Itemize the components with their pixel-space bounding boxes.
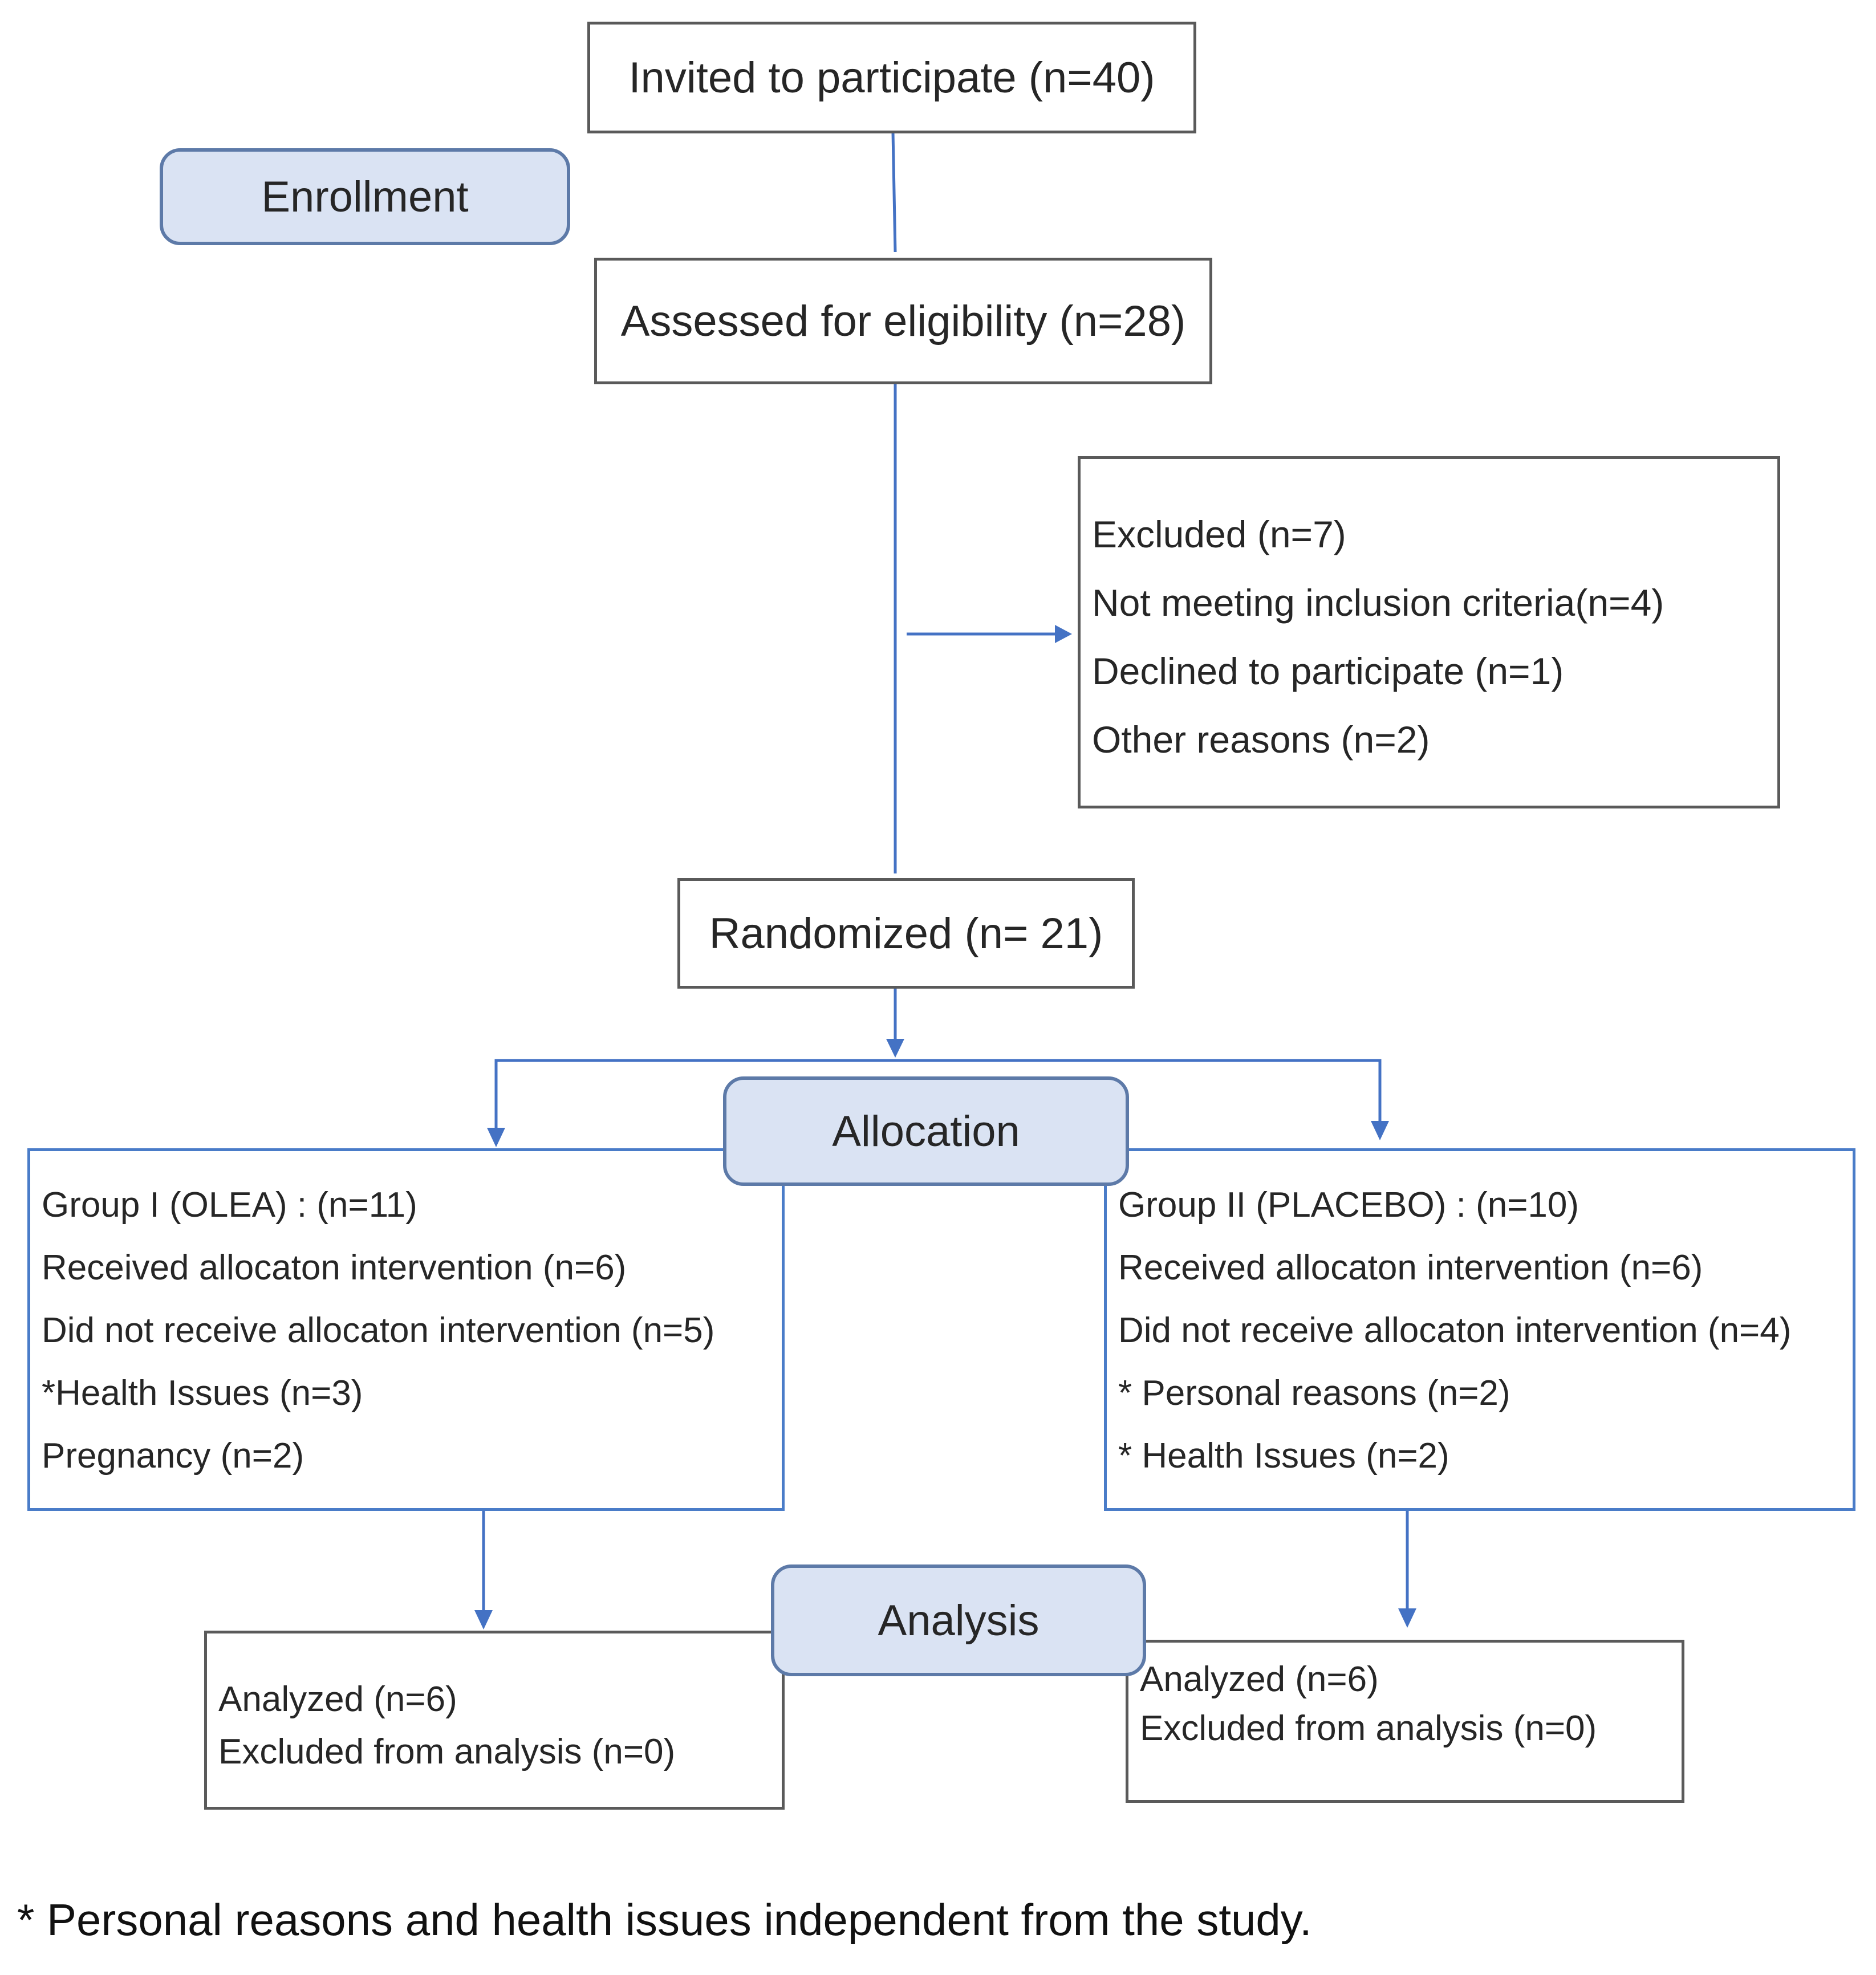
group1-box: Group I (OLEA) : (n=11) Received allocat… (27, 1148, 785, 1511)
analysis2-excluded: Excluded from analysis (n=0) (1140, 1709, 1597, 1748)
group2-box: Group II (PLACEBO) : (n=10) Received all… (1104, 1148, 1855, 1511)
footnote: * Personal reasons and health issues ind… (17, 1895, 1312, 1945)
connector-split-left (494, 1059, 895, 1129)
arrowhead-analysis1 (474, 1610, 493, 1629)
randomized-box: Randomized (n= 21) (677, 878, 1135, 989)
group1-pregnancy: Pregnancy (n=2) (42, 1436, 304, 1476)
invited-box: Invited to participate (n=40) (587, 22, 1196, 133)
group2-personal: * Personal reasons (n=2) (1118, 1373, 1510, 1413)
group2-title: Group II (PLACEBO) : (n=10) (1118, 1185, 1579, 1225)
group2-received: Received allocaton intervention (n=6) (1118, 1248, 1703, 1287)
arrowhead-group1 (487, 1128, 505, 1147)
invited-label: Invited to participate (n=40) (628, 53, 1155, 102)
arrowhead-excluded (1055, 625, 1072, 643)
excluded-other: Other reasons (n=2) (1092, 718, 1430, 761)
excluded-total: Excluded (n=7) (1092, 513, 1346, 555)
group1-title: Group I (OLEA) : (n=11) (42, 1185, 417, 1225)
assessed-label: Assessed for eligibility (n=28) (620, 296, 1186, 346)
group2-not-received: Did not receive allocaton intervention (… (1118, 1311, 1792, 1350)
assessed-box: Assessed for eligibility (n=28) (594, 258, 1212, 384)
group1-not-received: Did not receive allocaton intervention (… (42, 1311, 715, 1350)
stage-enrollment: Enrollment (160, 148, 570, 245)
analysis1-excluded: Excluded from analysis (n=0) (218, 1732, 676, 1771)
analysis1-box: Analyzed (n=6) Excluded from analysis (n… (204, 1631, 785, 1810)
arrowhead-randomized (886, 1039, 904, 1058)
arrowhead-analysis2 (1398, 1608, 1416, 1628)
stage-allocation-label: Allocation (832, 1107, 1020, 1156)
stage-allocation: Allocation (723, 1076, 1129, 1186)
analysis2-analyzed: Analyzed (n=6) (1140, 1660, 1379, 1699)
excluded-inclusion: Not meeting inclusion criteria(n=4) (1092, 582, 1664, 624)
stage-enrollment-label: Enrollment (261, 172, 469, 221)
group1-health: *Health Issues (n=3) (42, 1373, 363, 1413)
analysis1-analyzed: Analyzed (n=6) (218, 1680, 457, 1719)
group1-received: Received allocaton intervention (n=6) (42, 1248, 627, 1287)
excluded-declined: Declined to participate (n=1) (1092, 650, 1564, 692)
excluded-box: Excluded (n=7) Not meeting inclusion cri… (1078, 456, 1780, 808)
analysis2-box: Analyzed (n=6) Excluded from analysis (n… (1126, 1640, 1684, 1803)
stage-analysis-label: Analysis (878, 1596, 1039, 1645)
connector-invited-to-assessed (891, 132, 897, 253)
connector-split-right (895, 1059, 1382, 1129)
arrowhead-group2 (1371, 1121, 1389, 1140)
group2-health: * Health Issues (n=2) (1118, 1436, 1449, 1476)
randomized-label: Randomized (n= 21) (709, 909, 1103, 958)
stage-analysis: Analysis (771, 1564, 1146, 1676)
